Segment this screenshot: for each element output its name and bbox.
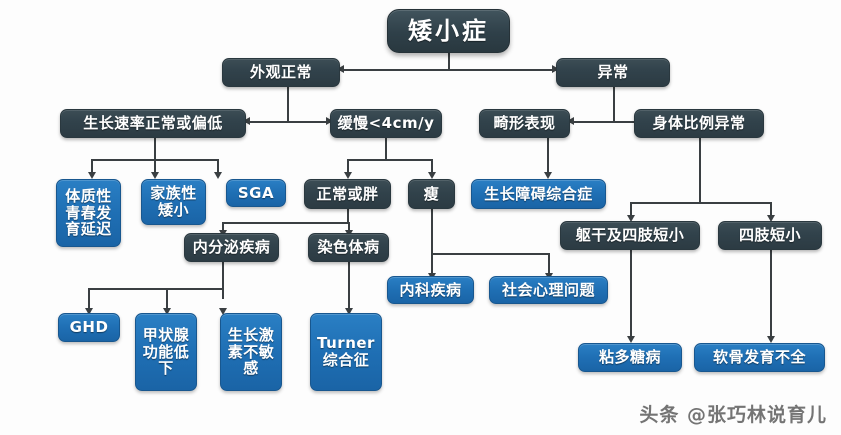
arrow-to-mps — [627, 336, 635, 343]
arrow-to-constitutional — [88, 172, 96, 179]
connector-normalfat-drop — [347, 159, 349, 176]
arrow-to-ghd — [85, 308, 93, 315]
connector-endocrine-stem — [222, 258, 224, 299]
watermark-text: 头条 @张巧林说育儿 — [639, 404, 827, 426]
connector-thin-drop — [431, 159, 433, 176]
node-mucopolysaccharidosis[interactable]: 粘多糖病 — [578, 343, 682, 372]
node-root-dwarfism[interactable]: 矮小症 — [387, 9, 510, 53]
connector-ghd-drop — [88, 288, 90, 310]
connector-thyroid-drop — [166, 288, 168, 310]
arrow-to-limb-short — [767, 215, 775, 222]
node-abnormal[interactable]: 异常 — [556, 58, 670, 87]
connector-thin-bar — [431, 253, 550, 255]
arrow-to-turner — [345, 308, 353, 315]
node-turner-syndrome[interactable]: Turner综合征 — [310, 313, 382, 391]
arrow-to-deformity — [567, 117, 574, 125]
node-achondroplasia[interactable]: 软骨发育不全 — [694, 343, 825, 372]
arrow-to-slow — [326, 117, 333, 125]
node-constitutional-delay[interactable]: 体质性青春发育延迟 — [56, 179, 121, 247]
arrow-to-normal-or-fat — [344, 172, 352, 179]
arrow-to-gh-insensitivity — [219, 308, 227, 315]
connector-endocrine-drop — [222, 222, 224, 234]
arrow-to-familial — [151, 172, 159, 179]
connector-constit-drop — [91, 159, 93, 176]
connector-limbshort-drop — [770, 202, 772, 219]
connector-abnormal-bar — [570, 121, 656, 123]
connector-chromosome-drop — [348, 222, 350, 234]
arrow-to-growth-syndrome — [544, 172, 552, 179]
connector-bodyprop-bar — [630, 202, 772, 204]
connector-endocrine-bar — [88, 288, 224, 290]
connector-level1-bar — [340, 69, 556, 71]
connector-sga-drop — [217, 159, 219, 176]
node-deformity-presentation[interactable]: 畸形表现 — [479, 109, 570, 138]
connector-normalfat-stem — [347, 209, 349, 223]
connector-bodyprop-stem — [699, 137, 701, 203]
node-growth-disorder-syndrome[interactable]: 生长障碍综合症 — [471, 179, 606, 209]
node-limb-short[interactable]: 四肢短小 — [718, 221, 822, 250]
node-internal-medicine-disease[interactable]: 内科疾病 — [387, 276, 474, 304]
node-normal-appearance[interactable]: 外观正常 — [222, 58, 340, 87]
connector-slow-stem — [385, 137, 387, 160]
connector-trunklimb-drop — [630, 202, 632, 219]
connector-abnormal-down — [613, 86, 615, 122]
node-body-proportion-abnormal[interactable]: 身体比例异常 — [634, 109, 764, 138]
arrow-to-thyroid — [163, 308, 171, 315]
connector-trunklimb-stem — [630, 250, 632, 340]
connector-limbshort-stem — [770, 250, 772, 340]
node-thin[interactable]: 瘦 — [408, 179, 455, 209]
connector-deformity-down — [547, 137, 549, 174]
node-ghd[interactable]: GHD — [58, 313, 120, 342]
connector-psych-drop — [548, 253, 550, 275]
connector-normalfat-bar — [222, 222, 350, 224]
arrow-to-trunk-limb — [627, 215, 635, 222]
node-familial-short-stature[interactable]: 家族性矮小 — [141, 179, 206, 225]
connector-thin-stem — [431, 209, 433, 277]
connector-slow-bar — [347, 159, 433, 161]
connector-ratenormal-stem — [154, 137, 156, 160]
node-gh-insensitivity[interactable]: 生长激素不敏感 — [220, 313, 282, 391]
connector-familial-drop — [154, 159, 156, 176]
node-growth-rate-normal-or-low[interactable]: 生长速率正常或偏低 — [60, 109, 246, 138]
node-endocrine-disease[interactable]: 内分泌疾病 — [184, 233, 279, 262]
node-hypothyroidism[interactable]: 甲状腺功能低下 — [135, 313, 197, 391]
arrow-to-thin — [428, 172, 436, 179]
connector-root-down — [448, 52, 450, 70]
arrow-to-abnormal — [552, 65, 559, 73]
node-chromosomal-disease[interactable]: 染色体病 — [308, 233, 389, 262]
arrow-to-achondroplasia — [767, 336, 775, 343]
node-trunk-and-limb-short[interactable]: 躯干及四肢短小 — [560, 221, 700, 250]
arrow-to-rate-normal — [243, 117, 250, 125]
arrow-to-sga — [214, 172, 222, 179]
connector-normalapp-down — [287, 86, 289, 122]
node-normal-or-fat[interactable]: 正常或胖 — [304, 179, 391, 209]
arrow-to-normal-appearance — [337, 65, 344, 73]
connector-chromosome-stem — [348, 258, 350, 315]
node-social-psychological-problem[interactable]: 社会心理问题 — [489, 276, 608, 304]
connector-normalapp-bar — [246, 121, 330, 123]
node-slow-growth[interactable]: 缓慢<4cm/y — [330, 109, 442, 138]
node-sga[interactable]: SGA — [226, 179, 286, 207]
